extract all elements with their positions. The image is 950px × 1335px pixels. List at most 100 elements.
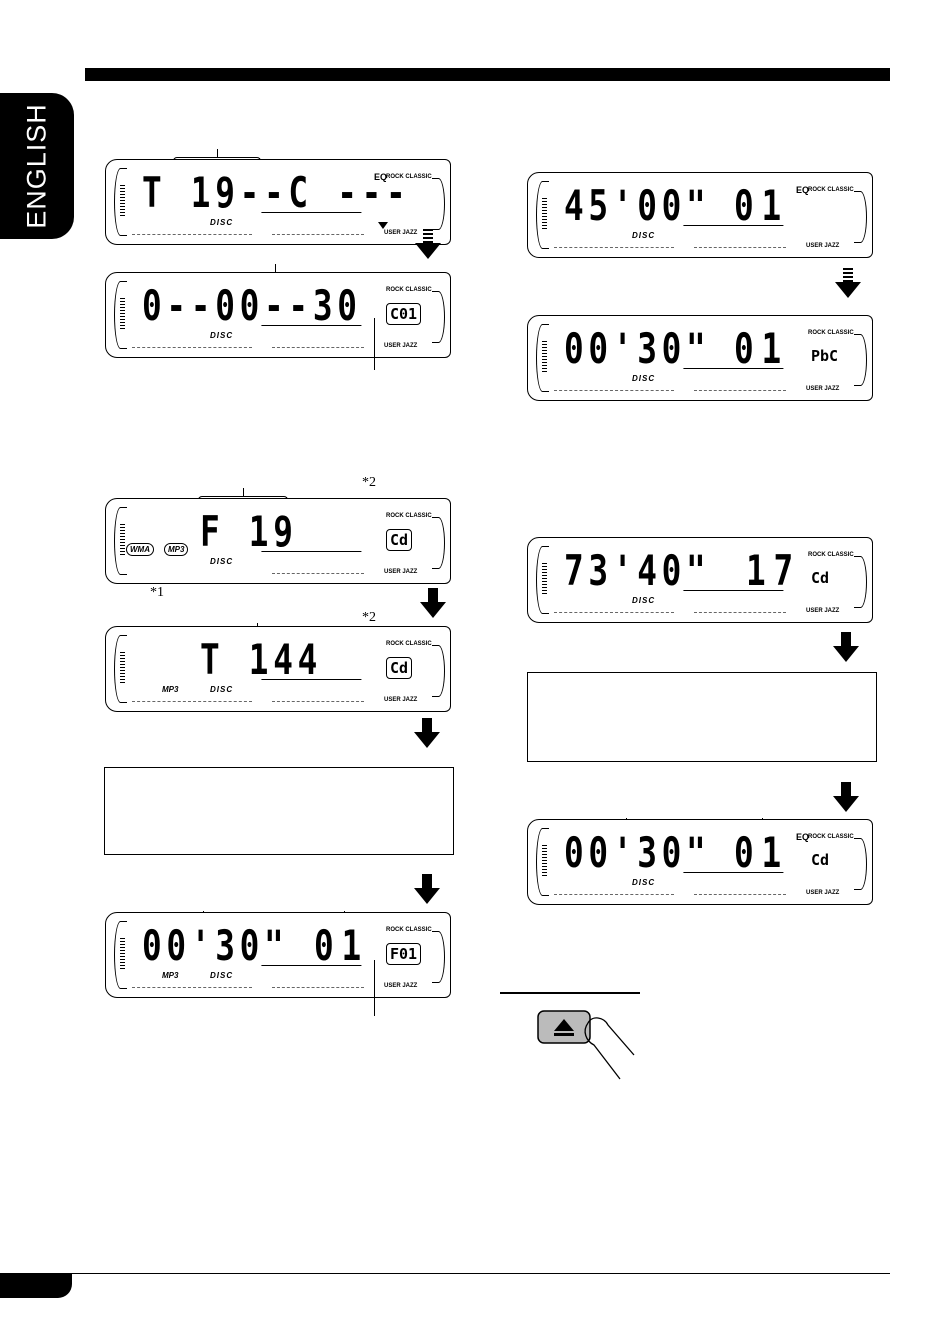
- lcd-track-number: 01: [734, 181, 790, 230]
- disc-indicator: DISC: [210, 218, 234, 227]
- disc-indicator: DISC: [632, 231, 656, 240]
- footnote-marker: *2: [362, 610, 376, 625]
- lcd-dashes: [272, 987, 364, 988]
- note-box: [527, 672, 877, 762]
- eq-mark: EQ: [374, 172, 388, 182]
- mode-indicator: Cd: [811, 569, 830, 587]
- eq-rock-classic: ROCK CLASSIC: [386, 174, 432, 180]
- eq-arc: [854, 838, 867, 890]
- eq-mark: EQ: [796, 185, 810, 195]
- eq-mark: EQ: [796, 832, 810, 842]
- mp3-indicator: MP3: [164, 543, 189, 556]
- lcd-main-readout: T 144: [200, 635, 323, 684]
- lcd-dashes: [694, 612, 786, 613]
- lcd-bulge: [114, 507, 127, 575]
- eq-user-jazz: USER JAZZ: [384, 983, 418, 989]
- finger-icon: [584, 1017, 635, 1080]
- lcd-dashes: [272, 234, 364, 235]
- eq-rock-classic: ROCK CLASSIC: [808, 187, 854, 193]
- down-arrow-icon: [420, 588, 446, 620]
- lcd-dashes: [554, 894, 674, 895]
- wma-indicator: WMA: [126, 543, 154, 556]
- eq-arc: [432, 291, 445, 343]
- disc-indicator: DISC: [210, 971, 234, 980]
- eq-user-jazz: USER JAZZ: [806, 608, 840, 614]
- footnote-marker: *2: [362, 475, 376, 490]
- lcd-main-readout: 45'00": [564, 181, 711, 230]
- lcd-bulge: [536, 828, 549, 896]
- eq-rock-classic: ROCK CLASSIC: [386, 927, 432, 933]
- eq-arc: [854, 334, 867, 386]
- lcd-track-number: 17: [746, 546, 802, 595]
- eq-rock-classic: ROCK CLASSIC: [808, 330, 854, 336]
- header-rule: [85, 68, 890, 81]
- lcd-dashes: [272, 573, 364, 574]
- mode-indicator: Cd: [811, 851, 830, 869]
- eq-user-jazz: USER JAZZ: [806, 243, 840, 249]
- lcd-main-readout: 00'30": [142, 921, 289, 970]
- lcd-dashes: [554, 612, 674, 613]
- mp3-indicator: MP3: [162, 685, 179, 694]
- callout-line: [374, 318, 375, 370]
- footer-rule: [0, 1273, 890, 1274]
- eq-user-jazz: USER JAZZ: [384, 697, 418, 703]
- lcd-dashes: [132, 234, 252, 235]
- lcd-bulge: [114, 921, 127, 989]
- lcd-track-number: 01: [734, 324, 790, 373]
- lcd-dashes: [554, 390, 674, 391]
- disc-indicator: DISC: [632, 596, 656, 605]
- mp3-indicator: MP3: [162, 971, 179, 980]
- page-tab: [0, 1273, 72, 1298]
- lcd-dashes: [132, 987, 252, 988]
- lcd-bulge: [114, 168, 127, 236]
- eq-user-jazz: USER JAZZ: [806, 890, 840, 896]
- lcd-dashes: [272, 701, 364, 702]
- lcd-bulge: [536, 546, 549, 614]
- lcd-track-number: 01: [314, 921, 370, 970]
- eq-rock-classic: ROCK CLASSIC: [808, 552, 854, 558]
- mode-indicator: C01: [386, 303, 422, 325]
- lcd-main-readout: F 19: [200, 507, 298, 556]
- mode-indicator: Cd: [386, 657, 413, 679]
- down-arrow-icon: [414, 874, 440, 906]
- note-box: [104, 767, 454, 855]
- down-arrow-icon: [833, 632, 859, 664]
- lcd-track-number: 01: [734, 828, 790, 877]
- eject-button-illustration: [537, 1010, 635, 1080]
- eq-user-jazz: USER JAZZ: [384, 569, 418, 575]
- footnote-marker: *1: [150, 585, 164, 600]
- eq-triangle-icon: [378, 222, 388, 229]
- down-arrow-icon: [835, 268, 861, 300]
- lcd-main-readout: T 19--C ---: [142, 168, 411, 217]
- lcd-dashes: [694, 894, 786, 895]
- eq-user-jazz: USER JAZZ: [384, 343, 418, 349]
- eq-rock-classic: ROCK CLASSIC: [808, 834, 854, 840]
- lcd-main-readout: 0--00--30: [142, 281, 362, 330]
- lcd-bulge: [114, 281, 127, 349]
- disc-indicator: DISC: [210, 557, 234, 566]
- mode-indicator: F01: [386, 943, 422, 965]
- lcd-dashes: [694, 390, 786, 391]
- mode-indicator: PbC: [811, 347, 839, 365]
- lcd-dashes: [132, 701, 252, 702]
- eq-arc: [432, 178, 445, 230]
- disc-indicator: DISC: [210, 685, 234, 694]
- lcd-bulge: [536, 181, 549, 249]
- disc-indicator: DISC: [632, 878, 656, 887]
- eq-arc: [854, 556, 867, 608]
- language-tab: ENGLISH: [0, 93, 74, 239]
